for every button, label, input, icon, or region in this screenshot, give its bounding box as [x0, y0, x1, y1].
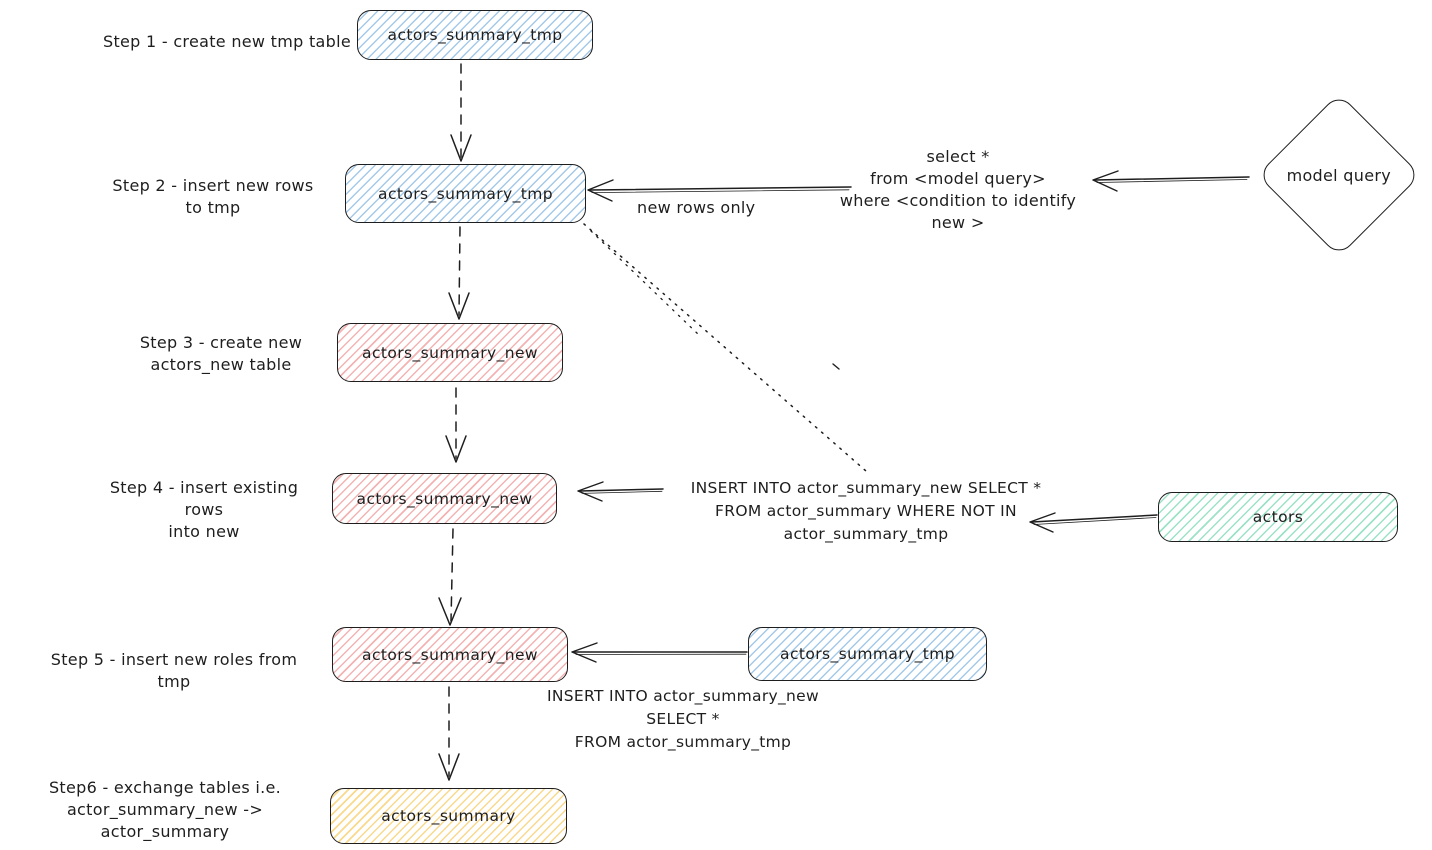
arrow-modelquery-to-select-echo	[1096, 179, 1248, 183]
arrow-step1-to-step2-head	[450, 134, 472, 162]
insert-existing-sql-line: actor_summary_tmp	[783, 525, 949, 543]
new-rows-only-label: new rows only	[637, 197, 756, 219]
arrow-step2-to-step3	[458, 226, 461, 316]
node-label: actors_summary	[381, 807, 516, 825]
node-step2-actors-summary-tmp[interactable]: actors_summary_tmp	[345, 164, 586, 223]
node-label: actors_summary_tmp	[378, 184, 553, 203]
step1-label-line: Step 1 - create new tmp table	[103, 32, 351, 51]
insert-existing-sql-line: INSERT INTO actor_summary_new SELECT *	[690, 479, 1042, 497]
insert-from-tmp-sql-line: FROM actor_summary_tmp	[574, 733, 792, 751]
model-select-sql: select * from <model query> where <condi…	[822, 146, 1094, 234]
step3-label: Step 3 - create new actors_new table	[111, 332, 331, 376]
insert-from-tmp-sql-line: SELECT *	[646, 710, 720, 728]
arrow-step3-to-step4-head	[445, 435, 467, 463]
arrow-modelquery-to-select	[1094, 176, 1250, 181]
insert-existing-sql: INSERT INTO actor_summary_new SELECT * F…	[676, 477, 1056, 546]
node-model-query[interactable]: model query	[1256, 92, 1422, 258]
arrow-modelquery-to-select-head	[1092, 170, 1119, 192]
node-label: actors	[1252, 508, 1304, 526]
insert-from-tmp-sql-line: INSERT INTO actor_summary_new	[547, 687, 819, 705]
step4-label-line: into new	[168, 522, 240, 541]
node-step1-actors-summary-tmp[interactable]: actors_summary_tmp	[357, 10, 593, 60]
arrow-insertsql-to-step4-head	[577, 481, 604, 502]
step6-label-line: actor_summary_new -> actor_summary	[66, 800, 264, 841]
node-label: actors_summary_new	[362, 343, 538, 362]
dotted-link-step2-to-insertsql	[583, 223, 867, 472]
step1-label: Step 1 - create new tmp table	[102, 31, 352, 53]
step4-label-line: Step 4 - insert existing rows	[109, 478, 299, 519]
arrow-insertsql-to-step4	[579, 488, 664, 492]
arrow-step2-to-step3-head	[448, 292, 470, 320]
insert-from-tmp-sql: INSERT INTO actor_summary_new SELECT * F…	[533, 685, 833, 754]
step5-label-line: Step 5 - insert new roles from tmp	[50, 650, 298, 691]
node-label: actors_summary_new	[362, 645, 538, 664]
step2-label: Step 2 - insert new rows to tmp	[103, 175, 323, 219]
node-label: actors_summary_tmp	[387, 26, 563, 44]
step4-label: Step 4 - insert existing rows into new	[88, 477, 320, 543]
dotted-link-step2-to-insertsql-echo	[590, 230, 701, 337]
node-step5-actors-summary-new[interactable]: actors_summary_new	[332, 627, 568, 682]
step6-label: Step6 - exchange tables i.e. actor_summa…	[4, 777, 326, 843]
stray-mark	[832, 363, 840, 370]
node-step6-actors-summary[interactable]: actors_summary	[330, 788, 567, 844]
arrow-select-to-step2-head	[587, 179, 614, 202]
node-step4-actors-summary-new[interactable]: actors_summary_new	[332, 473, 557, 524]
model-select-sql-line: select *	[926, 147, 990, 166]
step2-label-line: to tmp	[185, 198, 241, 217]
arrow-tmp-to-step5-head	[571, 642, 598, 663]
node-label: actors_summary_tmp	[780, 645, 955, 663]
arrow-step5-to-step6-head	[438, 753, 460, 781]
step6-label-line: Step6 - exchange tables i.e.	[48, 778, 282, 797]
step3-label-line: actors_new table	[150, 355, 292, 374]
arrow-step4-to-step5	[450, 528, 454, 622]
arrow-select-to-step2-echo	[591, 189, 850, 193]
insert-existing-sql-line: FROM actor_summary WHERE NOT IN	[715, 502, 1017, 520]
arrow-insertsql-to-step4-echo	[581, 490, 663, 494]
new-rows-only-line: new rows only	[637, 198, 756, 217]
model-select-sql-line: from <model query>	[870, 169, 1046, 188]
arrow-select-to-step2	[589, 186, 852, 191]
step2-label-line: Step 2 - insert new rows	[112, 176, 314, 195]
node-step5-source-actors-summary-tmp[interactable]: actors_summary_tmp	[748, 627, 987, 681]
node-label: actors_summary_new	[356, 489, 533, 508]
node-label: model query	[1286, 165, 1392, 185]
arrow-step4-to-step5-head	[438, 597, 462, 626]
model-select-sql-line: where <condition to identify new >	[839, 191, 1077, 232]
node-actors[interactable]: actors	[1158, 492, 1398, 542]
step3-label-line: Step 3 - create new	[139, 333, 303, 352]
node-step3-actors-summary-new[interactable]: actors_summary_new	[337, 323, 563, 382]
step5-label: Step 5 - insert new roles from tmp	[33, 649, 315, 693]
